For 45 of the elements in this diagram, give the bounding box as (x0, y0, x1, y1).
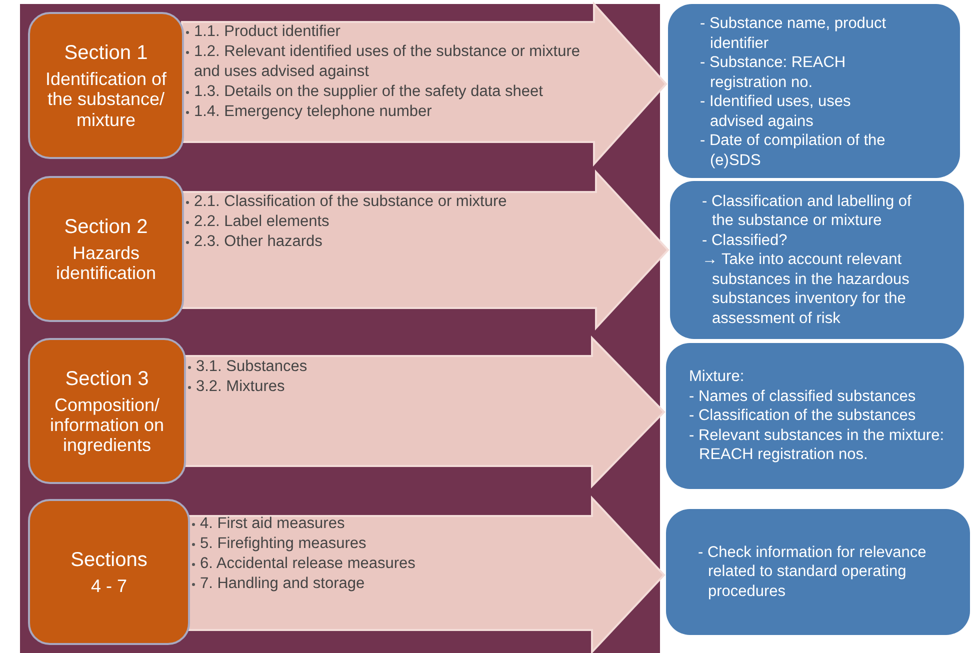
section-title: Identification of the substance/ mixture (44, 69, 168, 130)
note-text: - Relevant substances in the mixture: REACH registration nos. (689, 426, 944, 465)
list-item: 2.1. Classification of the substance or mixture (184, 192, 604, 212)
block-arrow (183, 336, 666, 488)
note-text: - Classified? (702, 230, 788, 250)
note-text: → Take into account relevant substances in the hazardous substances inventory for the assessment of risk (702, 250, 910, 328)
section-number: Section 1 (64, 41, 148, 66)
section-box (28, 176, 184, 322)
block-arrow (187, 495, 666, 653)
section-number: Section 2 (64, 214, 148, 239)
list-item: 4. First aid measures (190, 514, 610, 534)
list-item: 2.2. Label elements (184, 212, 604, 232)
section-title: Hazards identification (54, 242, 158, 284)
list-item: 3.2. Mixtures (186, 377, 606, 397)
list-item: 2.3. Other hazards (184, 232, 604, 252)
note-text: - Date of compilation of the (e)SDS (700, 131, 886, 170)
section-box (28, 499, 190, 645)
section-title: Composition/ information on ingredients (48, 394, 166, 456)
note-text: - Classification and labelling of the substance or mixture (702, 192, 912, 231)
list-item: 1.1. Product identifier (184, 22, 604, 42)
list-item: 1.2. Relevant identified uses of the substance or mixture and uses advised against (184, 42, 604, 82)
note-text: - Substance name, product identifier (700, 14, 888, 53)
note-text: - Substance: REACH registration no. (700, 53, 847, 92)
note-text: Mixture: (689, 367, 746, 387)
section-number: Section 3 (65, 366, 149, 391)
section-box (28, 338, 186, 484)
note-text: - Identified uses, uses advised agains (700, 92, 852, 131)
note-text: - Check information for relevance related to standard operating procedures (698, 542, 928, 602)
list-item: 5. Firefighting measures (190, 534, 610, 554)
note-box (668, 4, 960, 178)
section-number: Sections (70, 548, 148, 572)
section-title: 4 - 7 (90, 576, 128, 596)
list-item: 3.1. Substances (186, 357, 606, 377)
block-arrow (181, 169, 670, 331)
list-item: 1.3. Details on the supplier of the safety data sheet (184, 82, 604, 102)
note-box (670, 181, 964, 339)
list-item: 6. Accidental release measures (190, 554, 610, 574)
note-box (666, 509, 970, 635)
note-box (666, 343, 964, 489)
note-text: - Names of classified substances (689, 386, 917, 406)
note-text: - Classification of the substances (689, 406, 917, 426)
list-item: 7. Handling and storage (190, 574, 610, 594)
block-arrow (181, 1, 668, 167)
section-box (28, 12, 184, 159)
list-item: 1.4. Emergency telephone number (184, 102, 604, 122)
